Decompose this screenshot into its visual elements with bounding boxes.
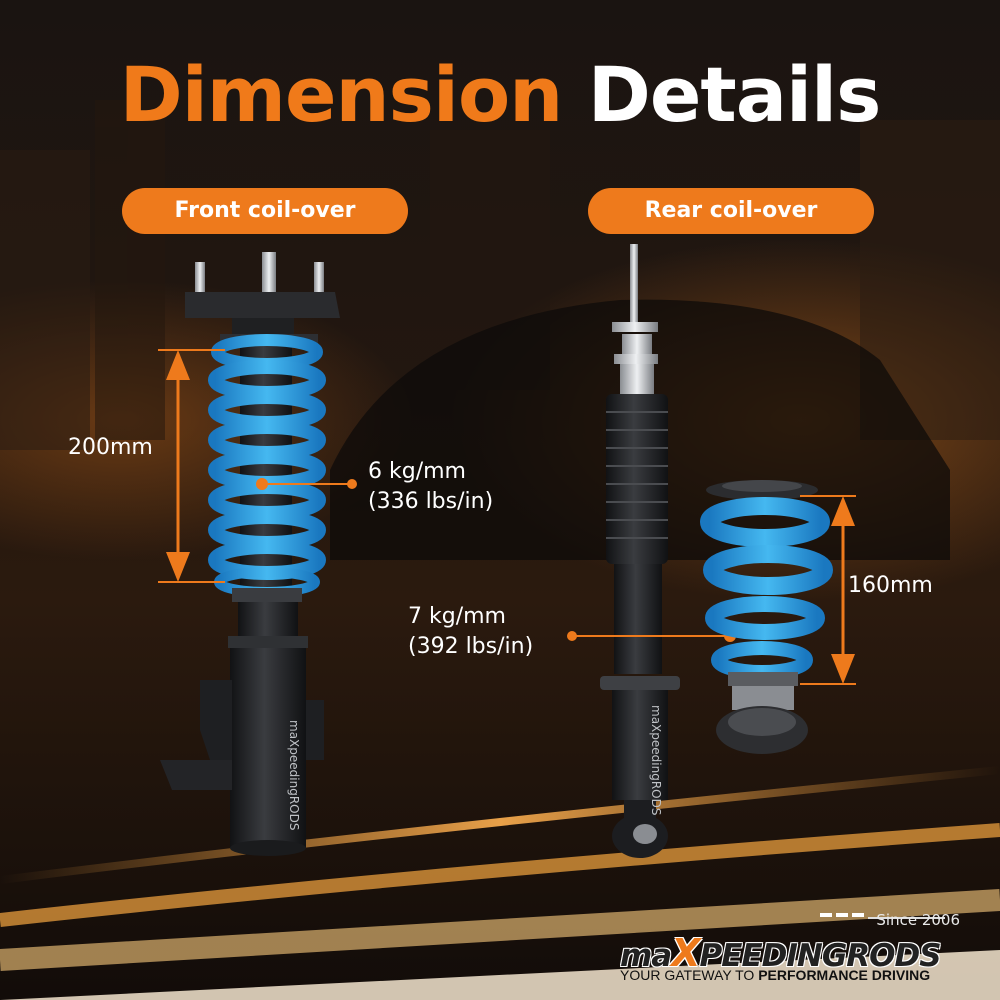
rear-coilover-heading: Rear coil-over	[588, 188, 874, 234]
brand-since: Since 2006	[876, 911, 960, 929]
page-title: Dimension Details	[0, 50, 1000, 140]
rear-body-print: maXpeedingRODS	[649, 705, 663, 815]
front-rate-lbs: (336 lbs/in)	[368, 489, 494, 514]
front-rate-pointer	[256, 478, 357, 490]
brand-checkered-strip	[820, 913, 945, 919]
brand-tagline: YOUR GATEWAY TO PERFORMANCE DRIVING	[620, 967, 930, 983]
rear-spring	[700, 480, 833, 754]
front-body-print: maXpeedingRODS	[287, 720, 301, 830]
light-streak	[0, 766, 1000, 884]
front-length-label: 200mm	[68, 435, 153, 460]
rear-shock: maXpeedingRODS	[600, 244, 680, 858]
front-coilover-heading: Front coil-over	[122, 188, 408, 234]
rear-length-arrow	[800, 495, 856, 685]
title-part-1: Dimension	[119, 50, 564, 139]
brand-logo: maXPEEDINGRODS	[620, 931, 942, 975]
front-length-arrow	[158, 349, 225, 583]
light-streak	[0, 823, 1000, 927]
brand-tagline-plain: YOUR GATEWAY TO	[620, 967, 759, 983]
rear-rate-lbs: (392 lbs/in)	[408, 634, 534, 659]
brand-logo-left: ma	[620, 938, 672, 974]
light-streak	[0, 950, 1000, 1000]
light-streak	[0, 889, 1000, 971]
title-part-2: Details	[587, 50, 882, 139]
rear-length-label: 160mm	[848, 573, 933, 598]
brand-logo-right: PEEDINGRODS	[699, 938, 942, 974]
brand-logo-x: X	[671, 931, 700, 975]
front-rate-kg: 6 kg/mm	[368, 459, 466, 484]
rear-rate-kg: 7 kg/mm	[408, 604, 506, 629]
brand-tagline-bold: PERFORMANCE DRIVING	[758, 967, 931, 983]
